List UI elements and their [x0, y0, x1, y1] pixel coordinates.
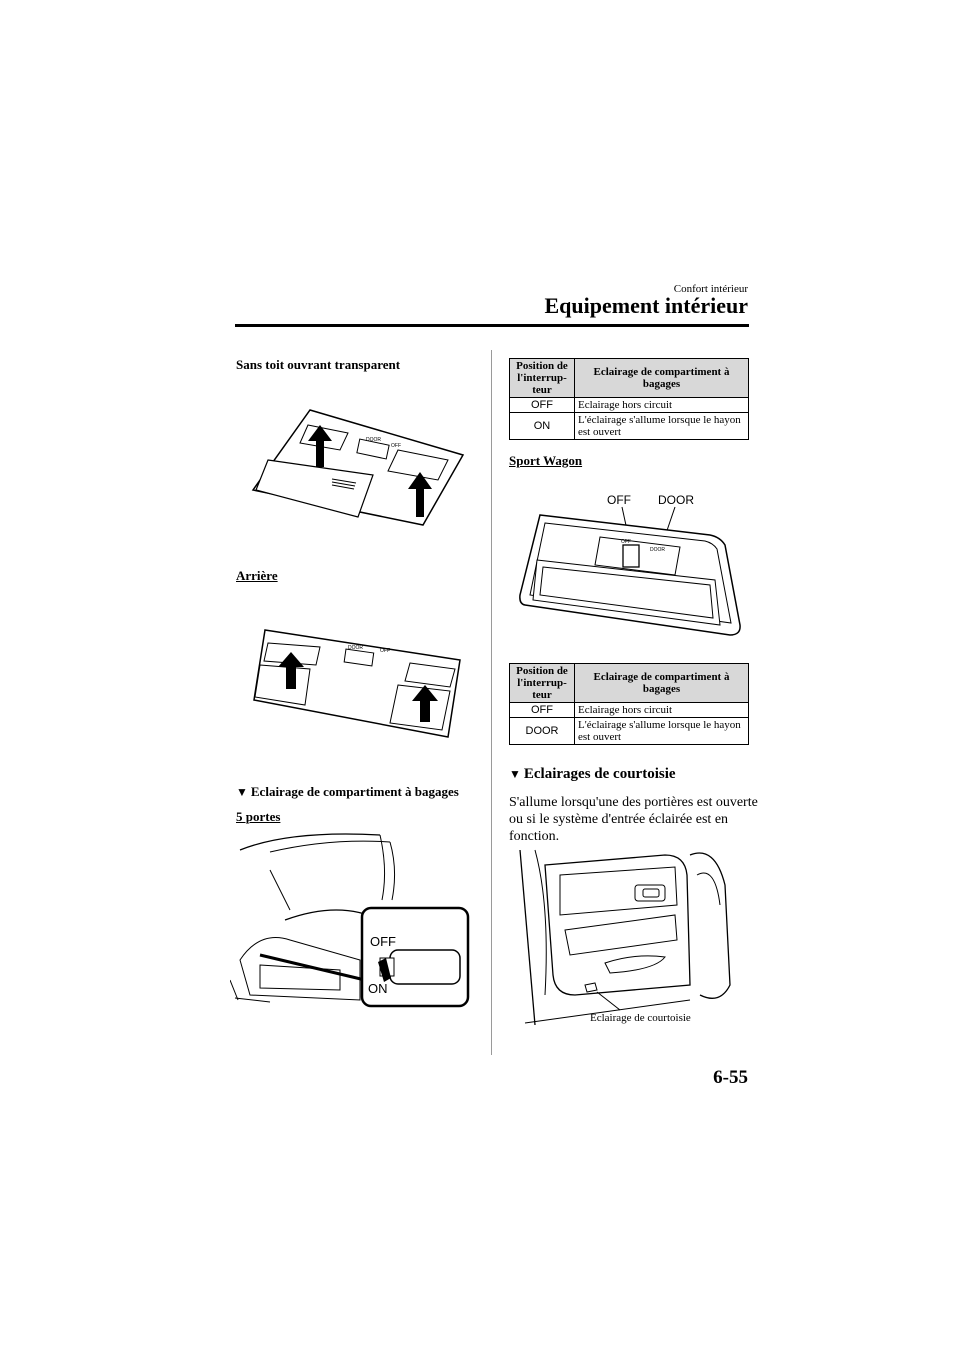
fig2-label-door: DOOR: [348, 645, 363, 651]
figure-door-courtesy-light: [519, 849, 731, 1025]
arrow-up-icon: [412, 685, 438, 722]
figure-console-rear: DOOR OFF: [253, 629, 461, 738]
arrow-up-icon: [278, 652, 304, 689]
table1-col-light: Eclairage de compartiment à bagages: [574, 358, 749, 398]
figure-hatchback-trunk: OFF ON: [230, 833, 470, 1008]
heading-arriere: Arrière: [236, 568, 278, 583]
fig1-label-off: OFF: [391, 443, 401, 449]
fig1-label-door: DOOR: [366, 437, 381, 443]
table-row: OFF Eclairage hors circuit: [509, 397, 749, 413]
arrow-up-icon: [308, 425, 332, 467]
table-row: ON L'éclairage s'allume lorsque le hayon…: [509, 412, 749, 440]
table2-col-position: Position de l'interrup-teur: [509, 663, 575, 703]
table2-desc-off: Eclairage hors circuit: [574, 702, 749, 718]
heading-courtesy-text: Eclairages de courtoisie: [523, 766, 676, 782]
column-divider: [491, 350, 492, 1055]
table2-col-light: Eclairage de compartiment à bagages: [574, 663, 749, 703]
section-label: Confort intérieur: [673, 283, 748, 295]
courtesy-description: S'allume lorsqu'une des portières est ou…: [509, 795, 758, 844]
heading-sans-toit: Sans toit ouvrant transparent: [236, 357, 401, 372]
table-wagon-positions: Position de l'interrup-teur Eclairage de…: [509, 663, 749, 745]
arrow-toggle-icon: [378, 958, 391, 982]
table1-desc-off: Eclairage hors circuit: [574, 397, 749, 413]
heading-luggage-text: Eclairage de compartiment à bagages: [250, 784, 459, 799]
table-hatchback-positions: Position de l'interrup-teur Eclairage de…: [509, 358, 749, 440]
table2-pos-off: OFF: [509, 702, 575, 718]
fig4-label-door: DOOR: [658, 493, 694, 507]
page-number: 6-55: [713, 1067, 748, 1088]
table-row: OFF Eclairage hors circuit: [509, 702, 749, 718]
figure-console-sunroof: DOOR OFF: [251, 409, 465, 526]
heading-courtesy: ▼Eclairages de courtoisie: [509, 766, 676, 783]
header-rule: [235, 324, 749, 327]
fig4-inner-door: DOOR: [650, 547, 665, 553]
table2-desc-door: L'éclairage s'allume lorsque le hayon es…: [574, 717, 749, 745]
table-row: DOOR L'éclairage s'allume lorsque le hay…: [509, 717, 749, 745]
figure-wagon-console: OFF DOOR OFF DOOR: [519, 493, 741, 636]
fig4-inner-off: OFF: [621, 539, 631, 545]
table1-col-position: Position de l'interrup-teur: [509, 358, 575, 398]
triangle-bullet-icon: ▼: [509, 767, 521, 781]
heading-5-portes: 5 portes: [236, 809, 281, 824]
fig2-label-off: OFF: [380, 648, 390, 654]
fig3-label-on: ON: [368, 981, 388, 996]
fig3-label-off: OFF: [370, 934, 396, 949]
page-title: Equipement intérieur: [544, 293, 749, 318]
table2-pos-door: DOOR: [509, 717, 575, 745]
table1-pos-on: ON: [509, 412, 575, 440]
heading-luggage: ▼Eclairage de compartiment à bagages: [236, 784, 459, 800]
caption-courtesy-light: Eclairage de courtoisie: [590, 1012, 691, 1024]
fig4-label-off: OFF: [607, 493, 631, 507]
heading-sport-wagon: Sport Wagon: [509, 453, 583, 468]
table1-pos-off: OFF: [509, 397, 575, 413]
arrow-up-icon: [408, 472, 432, 517]
table1-desc-on: L'éclairage s'allume lorsque le hayon es…: [574, 412, 749, 440]
triangle-bullet-icon: ▼: [236, 785, 248, 799]
